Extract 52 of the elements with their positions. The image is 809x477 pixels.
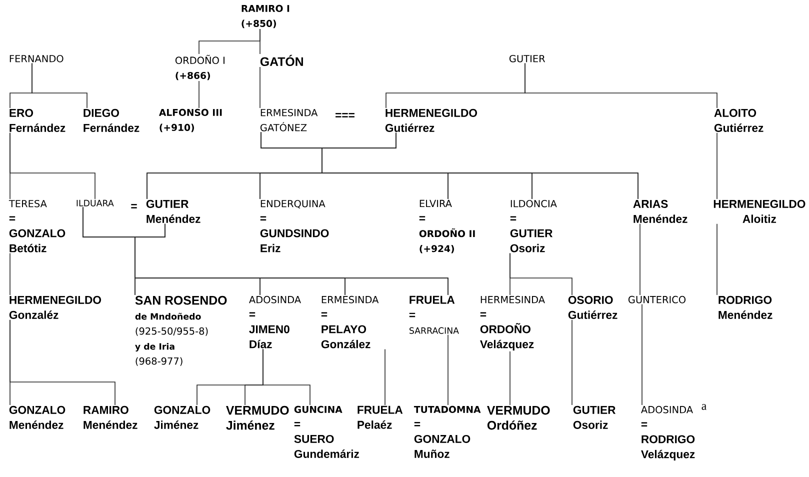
tree-line	[384, 348, 386, 406]
tree-line	[134, 223, 448, 296]
person-name: ILDONCIA = GUTIER Osoriz	[510, 200, 557, 252]
person-name: DIEGO Fernández	[84, 108, 140, 132]
person-name: FERNANDO	[10, 54, 64, 62]
tree-line	[262, 348, 310, 406]
person-name: FRUELA Pelaéz	[358, 406, 403, 429]
person-name: GATÓN	[260, 54, 303, 66]
tree-line	[10, 132, 96, 200]
person-name: ALOITO Gutiérrez	[714, 108, 764, 132]
person-name: ERMESINDA GATÓNEZ	[260, 108, 318, 132]
person-name: ARIAS Menéndez	[633, 200, 688, 223]
person-name: ADOSINDA = RODRIGO Velázquez	[641, 406, 695, 460]
tree-line	[716, 132, 718, 200]
person-name: SAN ROSENDO de Mndoñedo (925-50/955-8) y de Iria (968-977)	[135, 296, 227, 366]
person-name: ENDERQUINA = GUNDSINDO Eriz	[260, 200, 329, 252]
tree-line	[510, 252, 572, 296]
tree-line	[198, 80, 200, 108]
person-name: GUNTERICO	[628, 296, 686, 304]
person-name: ILDUARA	[76, 200, 114, 206]
person-name: ALFONSO III (+910)	[158, 108, 222, 132]
person-name: GUTIER	[509, 54, 546, 62]
tree-line	[10, 319, 116, 406]
person-name: VERMUDO Ordóñez	[487, 406, 550, 430]
person-name: ADOSINDA = JIMEN0 Díaz	[249, 296, 301, 348]
person-name: HERMESINDA = ORDOÑO Velázquez	[480, 296, 545, 350]
person-name: ORDOÑO I (+866)	[175, 54, 224, 80]
tree-line	[322, 132, 638, 200]
person-name: ELVIRA = ORDOÑO II (+924)	[419, 200, 475, 254]
person-name: HERMENEGILDO Gonzaléz	[9, 296, 102, 319]
person-name: HERMENEGILDO Gutiérrez	[385, 108, 478, 132]
marriage-sign: =	[131, 204, 137, 208]
tree-line	[32, 62, 88, 108]
person-name: OSORIO Gutiérrez	[568, 296, 618, 319]
person-name: GONZALO Jiménez	[154, 406, 210, 429]
person-name: GUTIER Osoriz	[573, 406, 616, 429]
note-mark: a	[702, 404, 706, 410]
person-name: GONZALO Menéndez	[9, 406, 66, 429]
person-name: ERMESINDA = PELAYO González	[321, 296, 379, 348]
tree-line	[524, 62, 718, 108]
person-name: HERMENEGILDO Aloitiz	[714, 200, 806, 223]
person-name: FRUELA = SARRACINA	[409, 296, 459, 334]
person-name: RAMIRO Menéndez	[84, 406, 138, 429]
tree-line	[716, 223, 718, 296]
person-name: ERO Fernández	[10, 108, 66, 132]
person-name: TERESA = GONZALO Betótiz	[8, 200, 66, 252]
person-name: RAMIRO I (+850)	[242, 4, 290, 28]
person-name: RODRIGO Menéndez	[718, 296, 772, 319]
person-name: VERMUDO Jiménez	[226, 406, 289, 430]
marriage-sign: ===	[336, 113, 354, 118]
person-name: TUTADOMNA = GONZALO Muñoz	[414, 406, 481, 458]
person-name: GUTIER Menéndez	[146, 200, 200, 223]
